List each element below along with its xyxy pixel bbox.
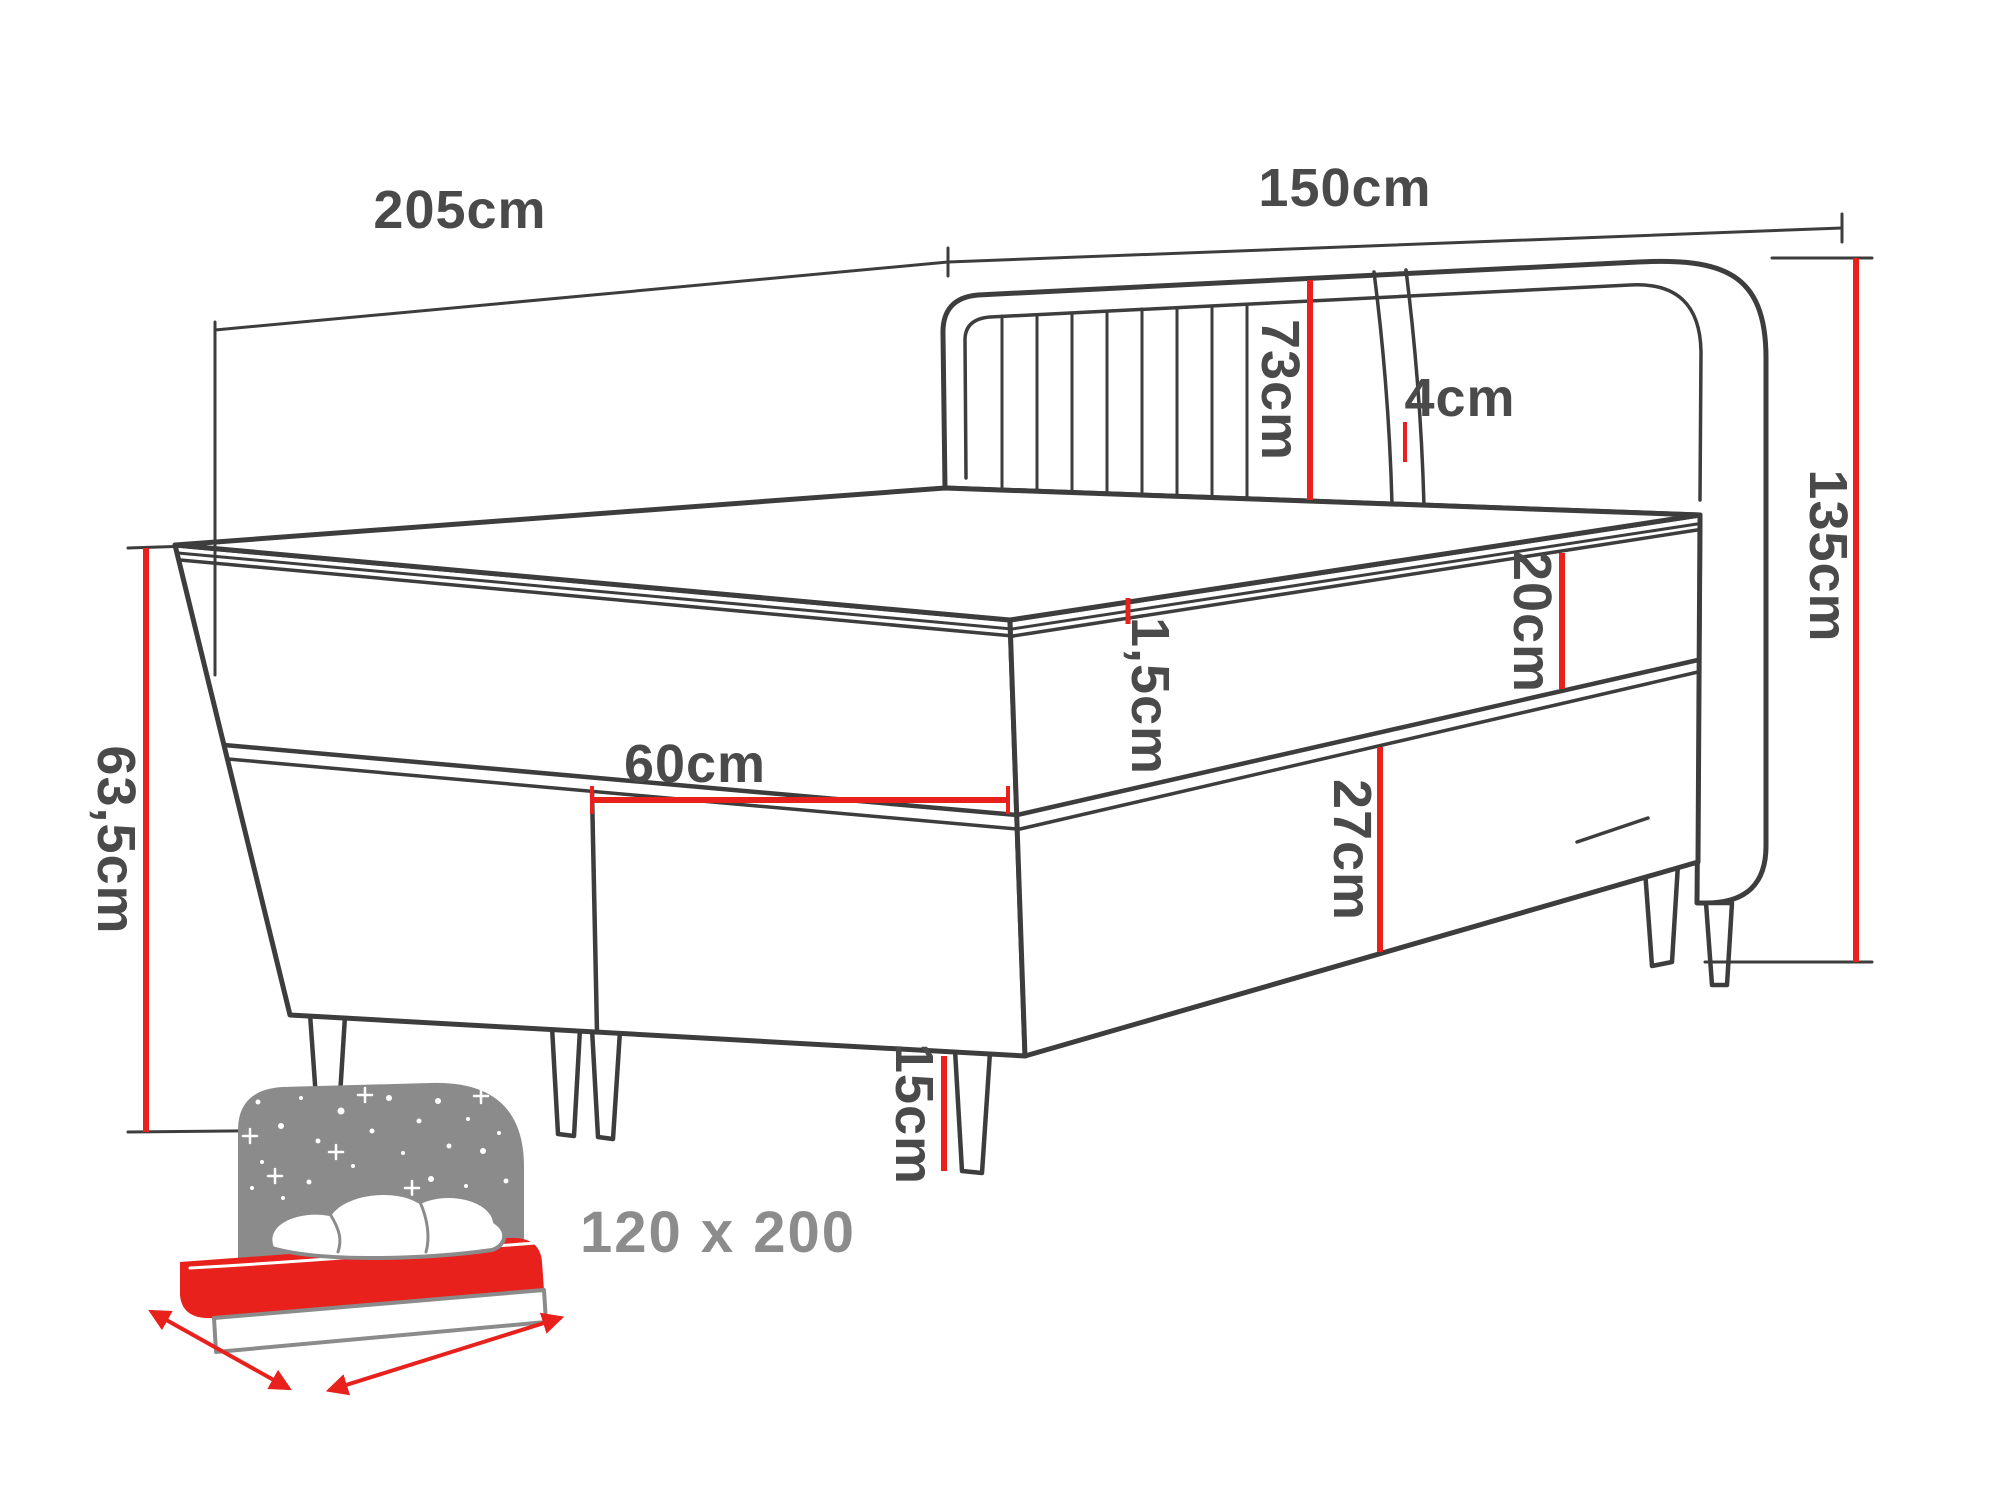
duvet-fold-line-1 xyxy=(328,1212,342,1254)
witness-63-top xyxy=(126,544,192,550)
dim-line-headboard-width xyxy=(946,226,1844,264)
label-wing-depth: 4cm xyxy=(1404,368,1515,428)
width-arrow xyxy=(148,1309,292,1391)
label-bed-length: 205cm xyxy=(373,180,546,240)
headboard-wing-curve-outer xyxy=(1372,270,1394,506)
label-mattress-height: 20cm xyxy=(1502,551,1562,693)
headboard-stitch-lines xyxy=(1000,302,1249,500)
box-top-side xyxy=(1018,670,1700,831)
red-dimension-lines xyxy=(143,258,1859,1171)
label-headboard-above-mattress: 73cm xyxy=(1250,319,1310,461)
headboard-wing-curve-inner xyxy=(1404,268,1426,508)
headboard-outline xyxy=(940,258,1769,906)
dimension-labels: 205cm 150cm 73cm 4cm 135cm 63,5cm 60cm 1… xyxy=(86,158,1858,1185)
witness-lines xyxy=(126,212,1874,1134)
size-pictogram: 120 x 200 xyxy=(148,1082,856,1396)
leg-center-right xyxy=(589,1026,623,1142)
leg-center-left xyxy=(549,1024,583,1139)
label-total-height: 135cm xyxy=(1798,469,1858,642)
label-headboard-width: 150cm xyxy=(1258,158,1431,218)
label-leg-height: 15cm xyxy=(884,1043,944,1185)
front-face-seams xyxy=(176,551,1020,1035)
mattress-bottom-side xyxy=(1014,657,1701,818)
duvet-icon xyxy=(268,1190,507,1260)
label-box-width: 60cm xyxy=(624,734,766,794)
box-top-front xyxy=(226,757,1019,831)
headboard-inner-line xyxy=(963,283,1703,502)
label-floor-to-top: 63,5cm xyxy=(86,745,146,934)
topper-piping-front xyxy=(176,551,1014,631)
star-field xyxy=(241,1086,509,1200)
mattress-top-surface xyxy=(172,485,1703,623)
mattress-bottom-front xyxy=(221,742,1020,818)
mattress-icon xyxy=(180,1237,544,1319)
duvet-fold-line-2 xyxy=(418,1200,430,1254)
label-topper-height: 1,5cm xyxy=(1120,617,1180,775)
size-badge-label: 120 x 200 xyxy=(580,1200,856,1265)
leg-headboard-side xyxy=(1703,900,1735,988)
storage-opening-line xyxy=(1575,816,1650,844)
box-split-line xyxy=(589,788,600,1035)
leg-rear-right xyxy=(1642,861,1681,969)
leg-front-right xyxy=(952,1047,993,1176)
length-arrow xyxy=(325,1312,565,1396)
topper-bottom-front xyxy=(178,558,1015,638)
dim-line-length xyxy=(213,260,950,332)
label-box-height: 27cm xyxy=(1322,779,1382,921)
bed-drawing xyxy=(172,258,1769,1176)
